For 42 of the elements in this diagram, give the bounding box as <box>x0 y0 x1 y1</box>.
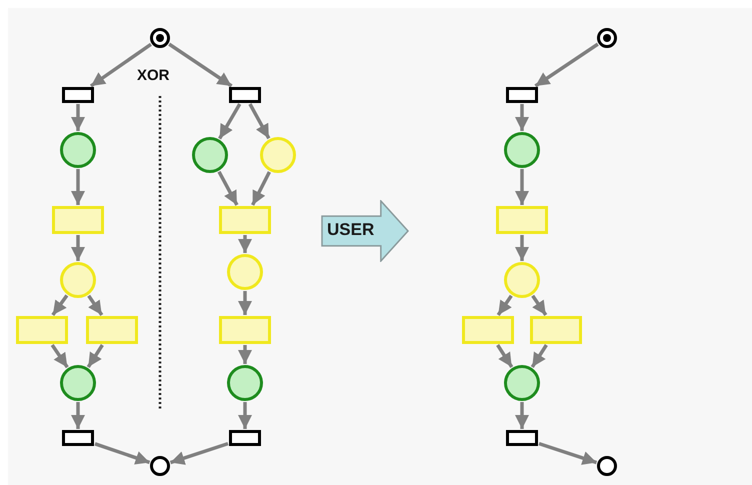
arrow <box>90 42 152 88</box>
arrow-label: USER <box>327 221 374 238</box>
xor-label: XOR <box>137 68 170 83</box>
arrow <box>217 170 238 206</box>
transition-box <box>229 87 261 103</box>
arrow <box>71 235 85 261</box>
arrow <box>515 235 529 261</box>
block-arrow <box>321 200 409 262</box>
transition-box <box>62 430 94 446</box>
task-box <box>219 316 271 344</box>
task-box <box>52 206 104 234</box>
arrow <box>238 235 252 253</box>
task-box <box>462 316 514 344</box>
transition-box <box>506 87 538 103</box>
transition-box <box>229 430 261 446</box>
arrow <box>534 42 599 88</box>
arrow <box>218 103 242 140</box>
transition-box <box>506 430 538 446</box>
task-box <box>86 316 138 344</box>
task-box <box>530 316 582 344</box>
arrow <box>515 104 529 131</box>
task-box <box>16 316 68 344</box>
arrow <box>238 291 252 315</box>
arrow <box>515 169 529 205</box>
arrow <box>170 442 229 465</box>
arrow <box>496 344 514 368</box>
arrow <box>71 402 85 429</box>
arrow <box>248 103 270 140</box>
arrow <box>94 442 150 465</box>
arrow <box>238 402 252 429</box>
task-box <box>219 206 271 234</box>
arrow <box>538 442 598 465</box>
task-box <box>496 206 548 234</box>
transition-box <box>62 87 94 103</box>
arrow <box>530 344 548 368</box>
arrow <box>168 42 233 88</box>
arrow <box>71 104 85 131</box>
arrow <box>238 345 252 364</box>
arrow <box>251 171 271 206</box>
arrow <box>86 344 104 368</box>
arrow <box>71 169 85 205</box>
arrow <box>515 402 529 429</box>
